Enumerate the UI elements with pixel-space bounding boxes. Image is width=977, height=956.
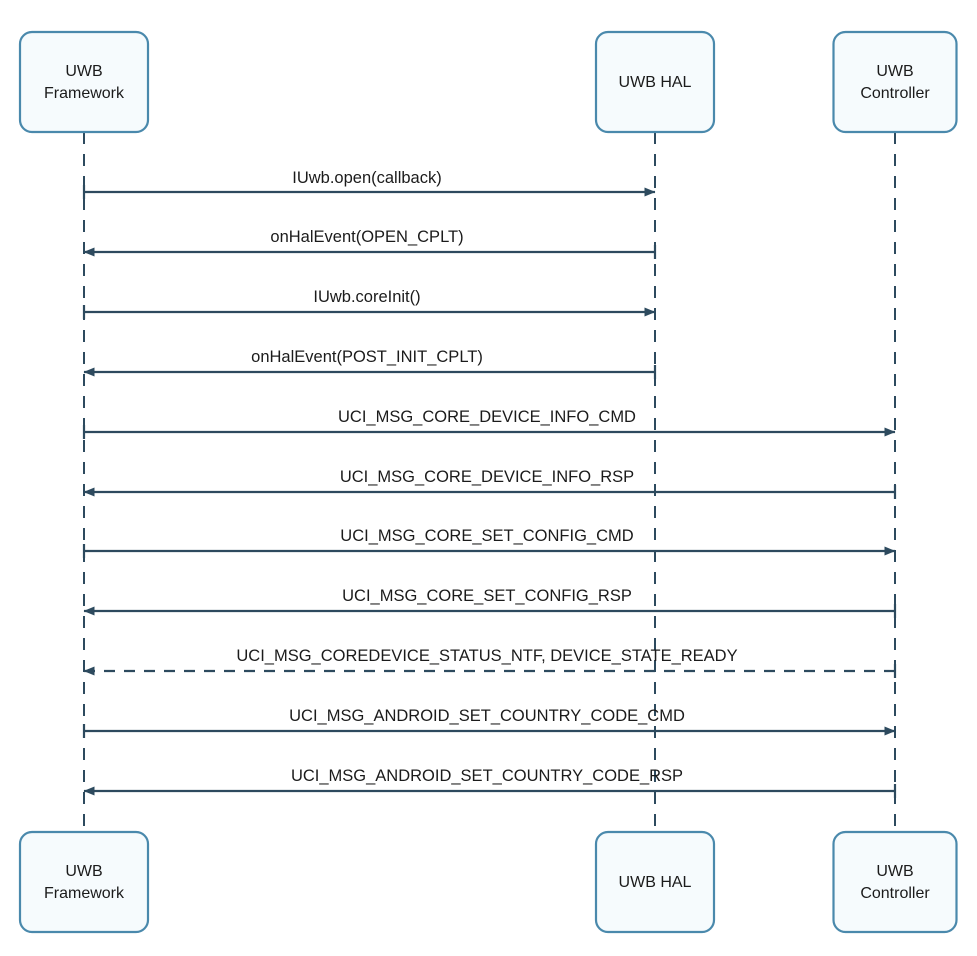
participant-label-line1: UWB HAL — [619, 74, 692, 91]
participant-label-line2: Framework — [44, 885, 125, 902]
participant-box-shape — [594, 30, 716, 134]
participant-box-shape — [18, 30, 150, 134]
participant-box-framework-top[interactable]: UWB Framework — [18, 30, 150, 134]
participant-label-line1: UWB HAL — [619, 874, 692, 891]
messages-group: IUwb.open(callback) onHalEvent(OPEN_CPLT)… — [82, 169, 897, 798]
participant-label-line2: Controller — [860, 85, 930, 102]
message-label-2: onHalEvent(OPEN_CPLT) — [270, 228, 463, 246]
participant-box-hal-top[interactable]: UWB HAL — [594, 30, 716, 134]
message-label-11: UCI_MSG_ANDROID_SET_COUNTRY_CODE_RSP — [291, 767, 683, 785]
participant-box-shape — [594, 830, 716, 934]
message-label-10: UCI_MSG_ANDROID_SET_COUNTRY_CODE_CMD — [289, 707, 685, 725]
participant-box-hal-bottom[interactable]: UWB HAL — [594, 830, 716, 934]
message-label-8: UCI_MSG_CORE_SET_CONFIG_RSP — [342, 587, 632, 605]
participant-box-shape — [18, 830, 150, 934]
message-label-5: UCI_MSG_CORE_DEVICE_INFO_CMD — [338, 408, 636, 426]
participant-label-line1: UWB — [65, 863, 102, 880]
participant-box-controller-bottom[interactable]: UWB Controller — [832, 830, 958, 934]
participant-box-controller-top[interactable]: UWB Controller — [832, 30, 958, 134]
participant-label-line1: UWB — [876, 63, 913, 80]
message-label-1: IUwb.open(callback) — [292, 169, 441, 187]
participant-label-line1: UWB — [65, 63, 102, 80]
participant-label-line2: Controller — [860, 885, 930, 902]
message-label-9: UCI_MSG_COREDEVICE_STATUS_NTF, DEVICE_ST… — [236, 647, 737, 665]
participant-label-line2: Framework — [44, 85, 125, 102]
participant-label-line1: UWB — [876, 863, 913, 880]
message-label-6: UCI_MSG_CORE_DEVICE_INFO_RSP — [340, 468, 634, 486]
participant-box-framework-bottom[interactable]: UWB Framework — [18, 830, 150, 934]
participant-box-shape — [832, 830, 958, 934]
message-label-3: IUwb.coreInit() — [313, 288, 420, 306]
message-label-4: onHalEvent(POST_INIT_CPLT) — [251, 348, 483, 366]
message-label-7: UCI_MSG_CORE_SET_CONFIG_CMD — [340, 527, 633, 545]
participant-box-shape — [832, 30, 958, 134]
